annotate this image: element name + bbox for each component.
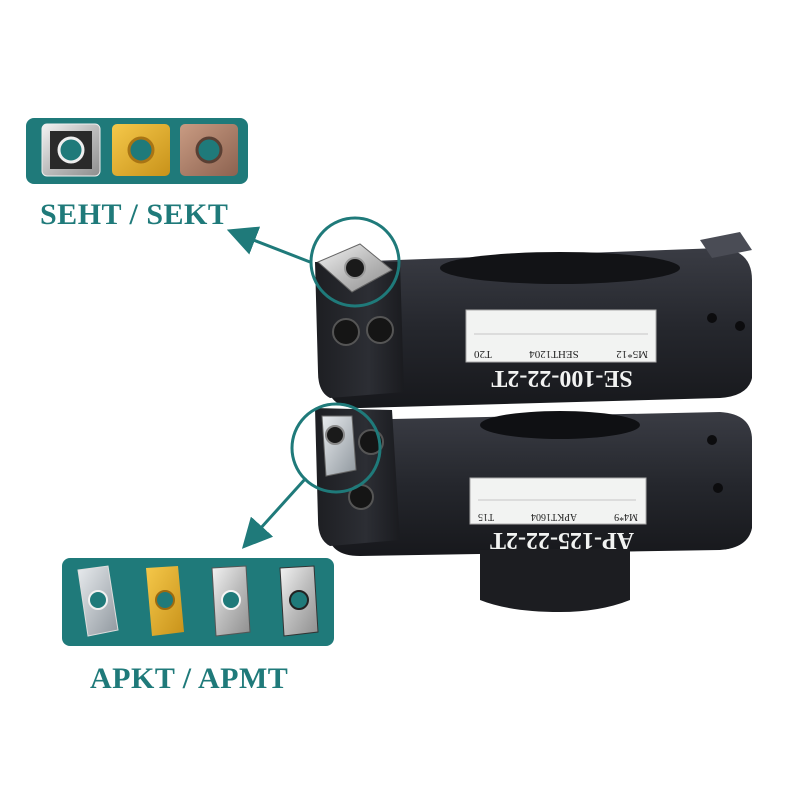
rect-insert-silver-icon <box>77 565 119 637</box>
top-cutter-label: M5*12 SEHT1204 T20 <box>466 310 656 362</box>
top-caption: SEHT / SEKT <box>40 198 229 231</box>
top-label-key: T20 <box>474 348 492 360</box>
rect-insert-gold-icon <box>146 566 184 636</box>
top-label-insert: SEHT1204 <box>529 348 579 360</box>
square-insert-steel-icon <box>41 123 101 177</box>
top-insert-icons <box>41 123 238 177</box>
square-insert-gold-icon <box>112 124 170 176</box>
rect-insert-polished-icon <box>279 565 319 637</box>
bottom-arrow <box>241 476 308 549</box>
bottom-caption: APKT / APMT <box>90 662 289 695</box>
square-insert-bronze-icon <box>180 124 238 176</box>
bottom-label-insert: APKT1604 <box>531 511 578 522</box>
bottom-label-screw: M4*9 <box>614 511 638 522</box>
top-arrow <box>226 226 311 264</box>
top-cutter-model: SE-100-22-2T <box>491 365 633 391</box>
top-label-screw: M5*12 <box>616 348 648 360</box>
bottom-highlight-ring <box>290 402 382 494</box>
bottom-insert-icons <box>77 565 319 637</box>
bottom-label-key: T15 <box>478 511 495 522</box>
rect-insert-chrome-icon <box>211 565 251 637</box>
bottom-cutter-label: M4*9 APKT1604 T15 <box>470 478 646 524</box>
top-highlight-ring <box>309 216 401 308</box>
bottom-cutter-head <box>315 408 752 612</box>
bottom-cutter-model: AP-125-22-2T <box>490 527 634 553</box>
